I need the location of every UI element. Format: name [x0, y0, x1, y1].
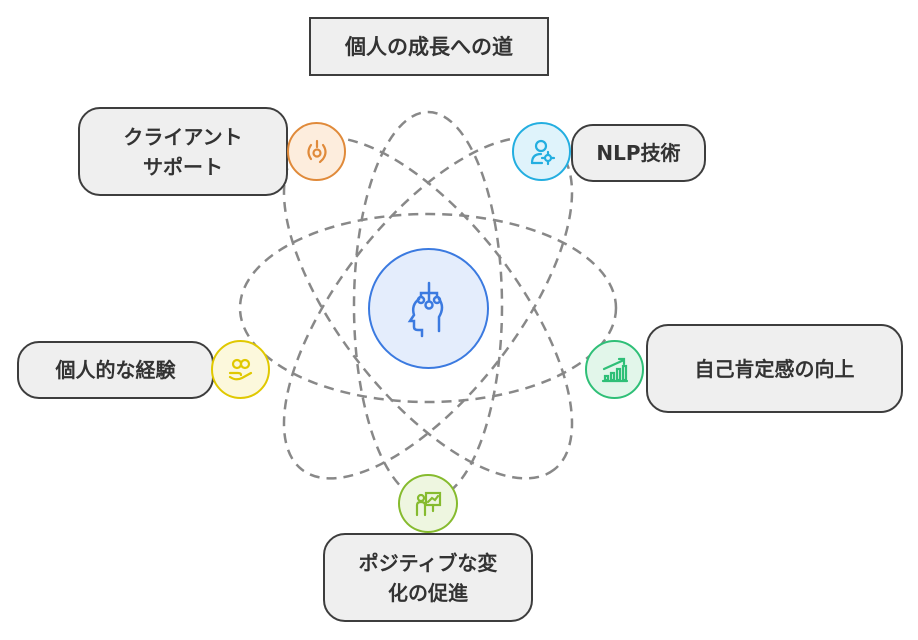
- person-gear-icon: [530, 139, 555, 165]
- item-nlp-techniques: NLP技術: [571, 124, 706, 182]
- growth-chart-icon: [601, 357, 628, 382]
- presentation-icon: [415, 491, 442, 516]
- head-circuit-icon: [407, 281, 443, 337]
- diagram-title: 個人の成長への道: [309, 17, 549, 76]
- item-personal-experience: 個人的な経験: [17, 341, 214, 399]
- headset-node: [287, 122, 346, 181]
- presentation-node: [398, 474, 458, 533]
- item-client-support: クライアント サポート: [78, 107, 288, 196]
- hand-brain-icon: [228, 358, 252, 380]
- person-gear-node: [512, 122, 571, 181]
- headset-icon: [306, 139, 327, 163]
- orbit-horizontal: [238, 212, 618, 404]
- item-positive-change: ポジティブな変 化の促進: [323, 533, 533, 622]
- center-node: [368, 248, 489, 369]
- item-self-esteem: 自己肯定感の向上: [646, 324, 903, 413]
- growth-chart-node: [585, 340, 644, 399]
- hand-brain-node: [211, 340, 270, 399]
